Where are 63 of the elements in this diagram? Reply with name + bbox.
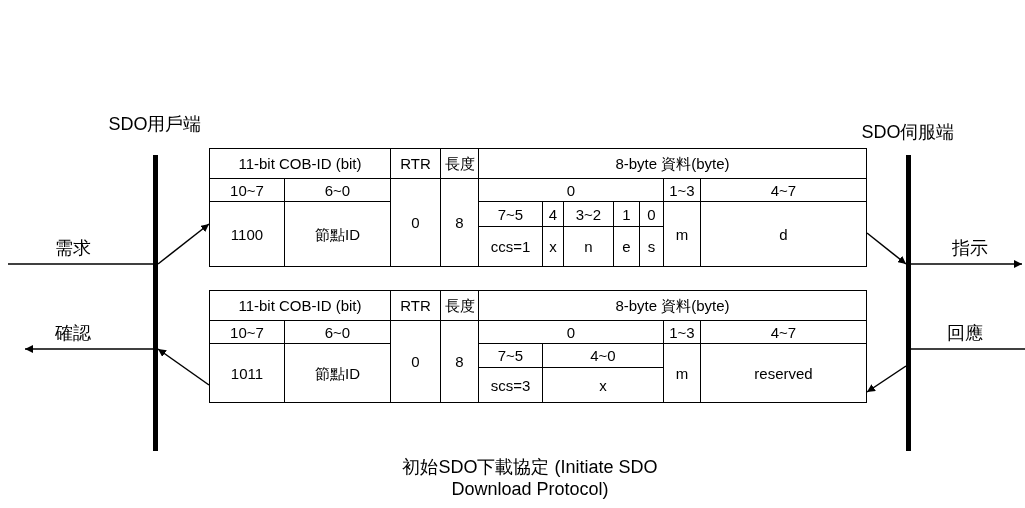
table-cell: 8-byte 資料(byte) xyxy=(479,149,866,178)
table-cell: 節點ID xyxy=(285,202,390,266)
table-cell: RTR xyxy=(391,149,440,178)
table-cell: 4 xyxy=(543,202,563,226)
edge-label: 確認 xyxy=(55,322,91,345)
table-cell: RTR xyxy=(391,291,440,320)
arrow xyxy=(866,365,907,393)
table-cell: d xyxy=(701,202,866,266)
table-cell: 0 xyxy=(640,202,663,226)
table-cell: scs=3 xyxy=(479,368,542,402)
table-cell: 10~7 xyxy=(210,321,284,343)
table-cell: 4~0 xyxy=(543,344,663,367)
table-cell: 8 xyxy=(441,321,478,402)
arrow xyxy=(24,345,154,353)
table-cell: 10~7 xyxy=(210,179,284,201)
table-cell: 11-bit COB-ID (bit) xyxy=(210,291,390,320)
table-cell: x xyxy=(543,227,563,266)
table-cell: n xyxy=(564,227,613,266)
caption: 初始SDO下載協定 (Initiate SDO Download Protocol) xyxy=(401,456,659,500)
table-cell: ccs=1 xyxy=(479,227,542,266)
table-cell: 4~7 xyxy=(701,179,866,201)
table-cell: m xyxy=(664,344,700,402)
table-cell: 1~3 xyxy=(664,321,700,343)
table-cell: reserved xyxy=(701,344,866,402)
arrow xyxy=(866,232,907,265)
lifeline-title: SDO用戶端 xyxy=(107,113,203,136)
table-cell: s xyxy=(640,227,663,266)
table-cell: 0 xyxy=(391,179,440,266)
table-cell: 1 xyxy=(614,202,639,226)
table-cell: 8-byte 資料(byte) xyxy=(479,291,866,320)
table-cell: 6~0 xyxy=(285,179,390,201)
table-cell: 7~5 xyxy=(479,344,542,367)
can-frame-table xyxy=(209,290,867,403)
lifeline-bar xyxy=(153,155,158,451)
can-frame-table xyxy=(209,148,867,267)
table-cell: 1011 xyxy=(210,344,284,402)
table-cell: 1100 xyxy=(210,202,284,266)
arrow xyxy=(157,223,210,265)
table-cell: 6~0 xyxy=(285,321,390,343)
table-cell: e xyxy=(614,227,639,266)
table-cell: 8 xyxy=(441,179,478,266)
edge-label: 指示 xyxy=(952,237,988,260)
table-cell: 0 xyxy=(479,179,663,201)
table-cell: 長度 xyxy=(441,149,478,178)
line xyxy=(7,263,154,265)
table-cell: 3~2 xyxy=(564,202,613,226)
table-cell: 節點ID xyxy=(285,344,390,402)
lifeline-bar xyxy=(906,155,911,451)
table-cell: x xyxy=(543,368,663,402)
table-cell: 1~3 xyxy=(664,179,700,201)
arrow xyxy=(157,348,210,386)
table-cell: 11-bit COB-ID (bit) xyxy=(210,149,390,178)
line xyxy=(910,348,1025,350)
table-cell: 4~7 xyxy=(701,321,866,343)
table-cell: m xyxy=(664,202,700,266)
lifeline-title: SDO伺服端 xyxy=(860,121,956,144)
table-cell: 0 xyxy=(391,321,440,402)
edge-label: 回應 xyxy=(947,322,983,345)
table-cell: 0 xyxy=(479,321,663,343)
table-cell: 長度 xyxy=(441,291,478,320)
arrow xyxy=(910,260,1023,268)
edge-label: 需求 xyxy=(55,237,91,260)
table-cell: 7~5 xyxy=(479,202,542,226)
